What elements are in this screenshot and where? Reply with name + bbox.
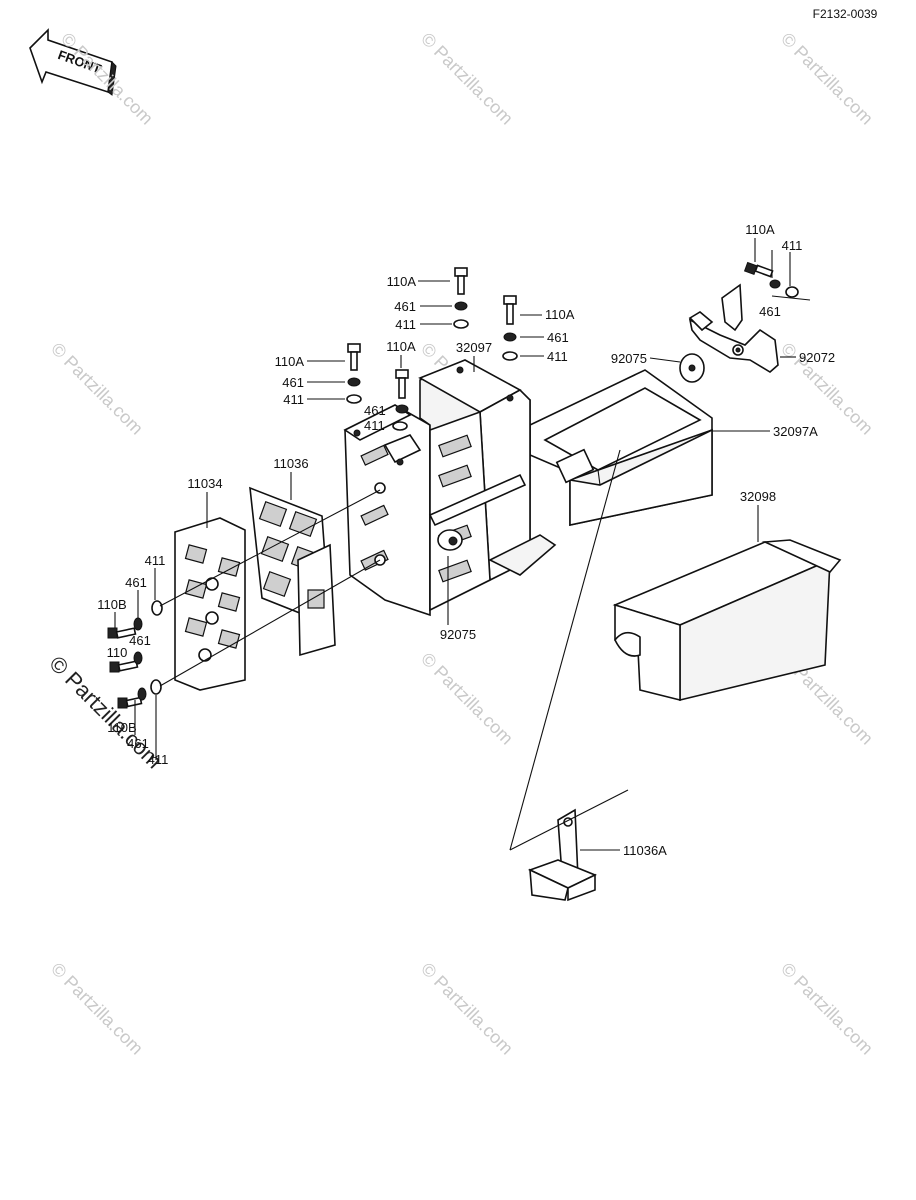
callout-110a-top-a: 110A (387, 274, 417, 289)
cover-11034 (174, 517, 246, 691)
callout-110a-right: 110A (745, 222, 775, 237)
callout-110b-bottom: 110B (107, 720, 136, 735)
watermark: © Partzilla.com (777, 959, 877, 1059)
callout-110a-top-b: 110A (545, 307, 575, 322)
washer-461-left (347, 377, 361, 387)
callout-461-side: 461 (125, 575, 147, 590)
washer-461-right (769, 279, 781, 289)
bracket-92072 (688, 283, 779, 373)
bolt-110a-top-b (503, 295, 517, 325)
washer-461-bottom (137, 687, 147, 701)
bolt-110b-bottom (117, 696, 143, 709)
watermark: © Partzilla.com (417, 29, 517, 129)
washer-411-bottom (150, 679, 162, 695)
callout-411-right: 411 (782, 238, 803, 253)
watermark: © Partzilla.com (417, 649, 517, 749)
washer-hole (688, 364, 696, 372)
watermark: © Partzilla.com (47, 959, 147, 1059)
tray-32097a (529, 369, 713, 526)
callout-461-mid: 461 (364, 403, 386, 418)
leader-lines (114, 238, 811, 851)
callout-washer-low: 92075 (440, 627, 476, 642)
lid-32098 (612, 539, 842, 702)
clip-11036a (527, 808, 597, 902)
callout-frame: 32097 (456, 340, 492, 355)
bolt-110a-right (743, 261, 774, 278)
watermark: © Partzilla.com (777, 29, 877, 129)
callout-tray: 32097A (773, 424, 818, 439)
washer-461-mid (395, 404, 409, 414)
callout-110-side: 110 (107, 645, 128, 660)
callout-labels: 110A 461 411 110A 461 411 110A 461 411 1… (97, 222, 835, 858)
holder-11036 (249, 486, 336, 657)
figure-id: F2132-0039 (813, 7, 878, 21)
bolt-110a-left (347, 343, 361, 371)
callout-411-top-b: 411 (547, 349, 568, 364)
watermark: © Partzilla.com (47, 339, 147, 439)
washer-411-right (785, 286, 799, 298)
callout-cover: 11034 (187, 476, 222, 491)
callout-110b-side: 110B (97, 597, 126, 612)
washer-411-top-b (502, 351, 518, 361)
washer-461b-side (133, 651, 143, 665)
callout-461-left: 461 (282, 375, 304, 390)
callout-461-bottom: 461 (127, 736, 149, 751)
bolt-110-side (109, 660, 139, 673)
washer-411-top-a (453, 319, 469, 329)
bolt-110a-mid (395, 369, 409, 399)
callout-461-top-a: 461 (394, 299, 416, 314)
watermark: © Partzilla.com (417, 959, 517, 1059)
bolt-110a-top-a (454, 267, 468, 295)
washer-411-side (151, 600, 163, 616)
callout-411-bottom: 411 (148, 752, 169, 767)
callout-holder: 11036 (273, 456, 308, 471)
bolt-110b-side (107, 627, 137, 639)
callout-461-top-b: 461 (547, 330, 569, 345)
callout-411-side: 411 (145, 553, 166, 568)
callout-411-left: 411 (283, 392, 304, 407)
callout-110a-mid: 110A (386, 339, 416, 354)
callout-clip: 11036A (623, 843, 667, 858)
callout-bracket: 92072 (799, 350, 835, 365)
washer-461-top-a (454, 301, 468, 311)
washer-hole (448, 536, 458, 546)
callout-lid: 32098 (740, 489, 776, 504)
callout-461b-side: 461 (129, 633, 151, 648)
washer-461-top-b (503, 332, 517, 342)
callout-411-top-a: 411 (395, 317, 416, 332)
frame-32097 (343, 359, 557, 617)
callout-washer-right: 92075 (611, 351, 647, 366)
washer-411-mid (392, 421, 408, 431)
washer-411-left (346, 394, 362, 404)
callout-110a-left: 110A (275, 354, 305, 369)
callout-461-right: 461 (759, 304, 781, 319)
washer-461-side (133, 617, 143, 631)
callout-411-mid: 411 (364, 418, 385, 433)
